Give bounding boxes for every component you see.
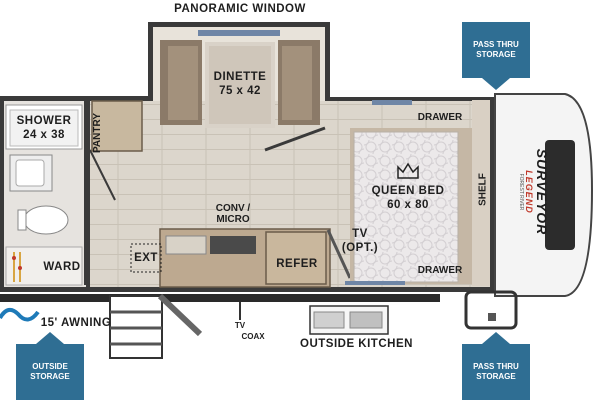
ext-label: EXT — [134, 252, 158, 264]
logo-tag: FOREST RIVER — [518, 173, 524, 211]
panoramic-window-label: PANORAMIC WINDOW — [174, 3, 306, 15]
drawer-bottom-label: DRAWER — [417, 265, 463, 276]
outside-kitchen-label: OUTSIDE KITCHEN — [300, 338, 413, 350]
hitch — [464, 290, 518, 330]
conv-micro-label-1: CONV / — [215, 203, 251, 214]
dinette-size: 75 x 42 — [219, 85, 261, 97]
queen-bed-mattress — [353, 131, 459, 283]
front-cap-window — [545, 140, 575, 250]
tv-opt-label: (OPT.) — [341, 242, 379, 254]
drawer-top-label: DRAWER — [417, 112, 463, 123]
ward-label: WARD — [43, 261, 81, 273]
outside-storage-line2: STORAGE — [30, 372, 70, 381]
pass-thru-top-line2: STORAGE — [476, 50, 516, 59]
extinguisher-box — [130, 243, 162, 273]
toilet — [23, 205, 69, 235]
queen-bed-label: QUEEN BED — [371, 185, 445, 197]
awning-label: 15' AWNING — [40, 317, 112, 329]
pass-thru-bottom-line2: STORAGE — [476, 372, 516, 381]
shelf-label: SHELF — [477, 173, 489, 206]
panoramic-window-glass — [198, 30, 280, 36]
entry-steps — [109, 295, 163, 359]
refrigerator — [265, 231, 327, 285]
crown-icon — [396, 162, 420, 180]
up-arrow-icon — [36, 332, 64, 344]
down-arrow-icon — [482, 78, 510, 90]
outside-storage: OUTSIDE STORAGE — [16, 332, 84, 400]
pantry-cabinet — [91, 100, 143, 152]
outside-storage-line1: OUTSIDE — [32, 362, 68, 371]
pass-thru-top-line1: PASS THRU — [473, 40, 519, 49]
logo-brand: SURVEYOR — [534, 148, 550, 236]
pantry-label: PANTRY — [92, 113, 103, 153]
tv-label: TV — [352, 228, 368, 240]
awning-rail — [0, 294, 440, 302]
up-arrow-icon — [482, 332, 510, 344]
front-shelf — [472, 100, 490, 286]
refer-label: REFER — [276, 258, 318, 270]
stove — [210, 236, 256, 254]
dinette-label: DINETTE — [213, 71, 267, 83]
surveyor-legend-logo: SURVEYOR LEGEND FOREST RIVER — [510, 132, 550, 252]
wardrobe — [5, 246, 83, 286]
tv-coax-label-1: TV — [234, 321, 246, 330]
pass-thru-storage-top: PASS THRU STORAGE — [462, 22, 530, 90]
shower-size: 24 x 38 — [23, 129, 65, 141]
tv-coax-label-2: COAX — [241, 332, 265, 341]
queen-bed-size: 60 x 80 — [387, 199, 429, 211]
pass-thru-bottom-line1: PASS THRU — [473, 362, 519, 371]
pass-thru-storage-bottom: PASS THRU STORAGE — [462, 332, 530, 400]
conv-micro-label-2: MICRO — [216, 214, 250, 225]
logo-sub: LEGEND — [524, 170, 534, 214]
shower-label: SHOWER — [16, 115, 72, 127]
